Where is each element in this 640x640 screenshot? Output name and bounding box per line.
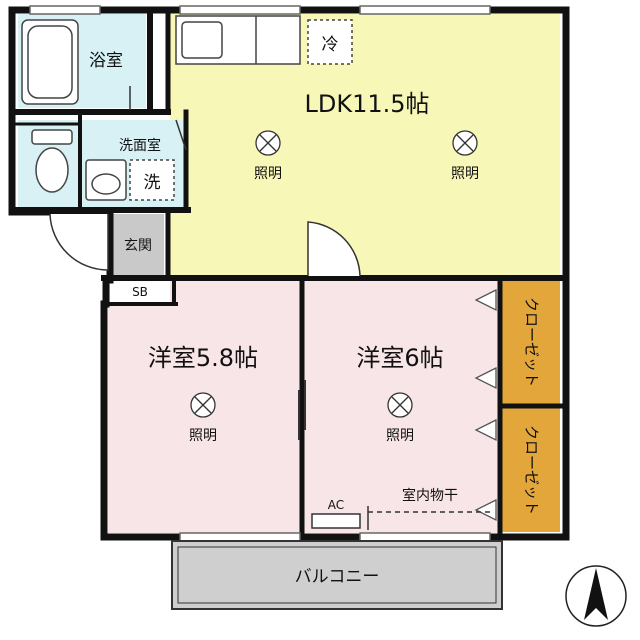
- toilet-bowl: [35, 147, 69, 193]
- ac-unit: [311, 513, 361, 529]
- closet-top-label: クローゼット: [523, 297, 541, 387]
- western1-light-label: 照明: [189, 428, 217, 444]
- labels: 浴室 洗面室 洗 冷 LDK11.5帖 玄関 SB 洋室5.8帖 洋室6帖 バル…: [89, 35, 541, 587]
- western1-light-icon: [190, 392, 216, 418]
- bath-label: 浴室: [89, 51, 123, 71]
- western1-label: 洋室5.8帖: [148, 344, 258, 372]
- kitchen: [175, 15, 353, 65]
- entrance-fill: [110, 214, 164, 276]
- room-fills: [18, 14, 560, 610]
- bath-fixtures: [21, 19, 175, 201]
- drying-label: 室内物干: [402, 487, 458, 504]
- western2-light-icon: [387, 392, 413, 418]
- shoebox-fill: [110, 278, 170, 304]
- washroom-label: 洗面室: [119, 137, 161, 154]
- closet-bottom-label: クローゼット: [523, 425, 541, 515]
- shoebox-label: SB: [132, 285, 148, 299]
- ldk-window: [179, 5, 301, 15]
- entrance-door: [49, 213, 109, 271]
- fridge-box: [307, 19, 353, 65]
- western2-window: [359, 532, 491, 542]
- drying-pole: [367, 506, 490, 530]
- windows: [29, 5, 491, 542]
- washer-box: [129, 159, 175, 201]
- toilet-tank: [31, 129, 73, 145]
- western2-label: 洋室6帖: [356, 344, 443, 372]
- closet-top-fill: [502, 278, 560, 404]
- light-fixtures: [190, 130, 478, 418]
- ldk-label: LDK11.5帖: [304, 90, 429, 118]
- ldk-right-light-label: 照明: [451, 166, 479, 182]
- walls: [8, 6, 570, 541]
- ldk-left-light-icon: [255, 130, 281, 156]
- ldk-left-light-label: 照明: [254, 166, 282, 182]
- entrance-label: 玄関: [124, 237, 152, 254]
- closet-bottom-fill: [502, 408, 560, 532]
- western1-window: [179, 532, 301, 542]
- ldk-window-2: [359, 5, 491, 15]
- doors: [49, 86, 361, 440]
- balcony: [171, 540, 503, 610]
- ldk-door: [307, 221, 361, 277]
- bath-window: [29, 5, 101, 15]
- washer-label: 洗: [144, 173, 161, 193]
- kitchen-sink: [181, 21, 223, 59]
- western2-light-label: 照明: [386, 428, 414, 444]
- balcony-label: バルコニー: [295, 567, 380, 587]
- ac-label: AC: [328, 498, 344, 512]
- fridge-label: 冷: [322, 35, 339, 55]
- ldk-right-light-icon: [452, 130, 478, 156]
- closet-door-marks: [474, 288, 497, 522]
- north-arrow-icon: [565, 565, 627, 627]
- washroom-door: [175, 119, 187, 151]
